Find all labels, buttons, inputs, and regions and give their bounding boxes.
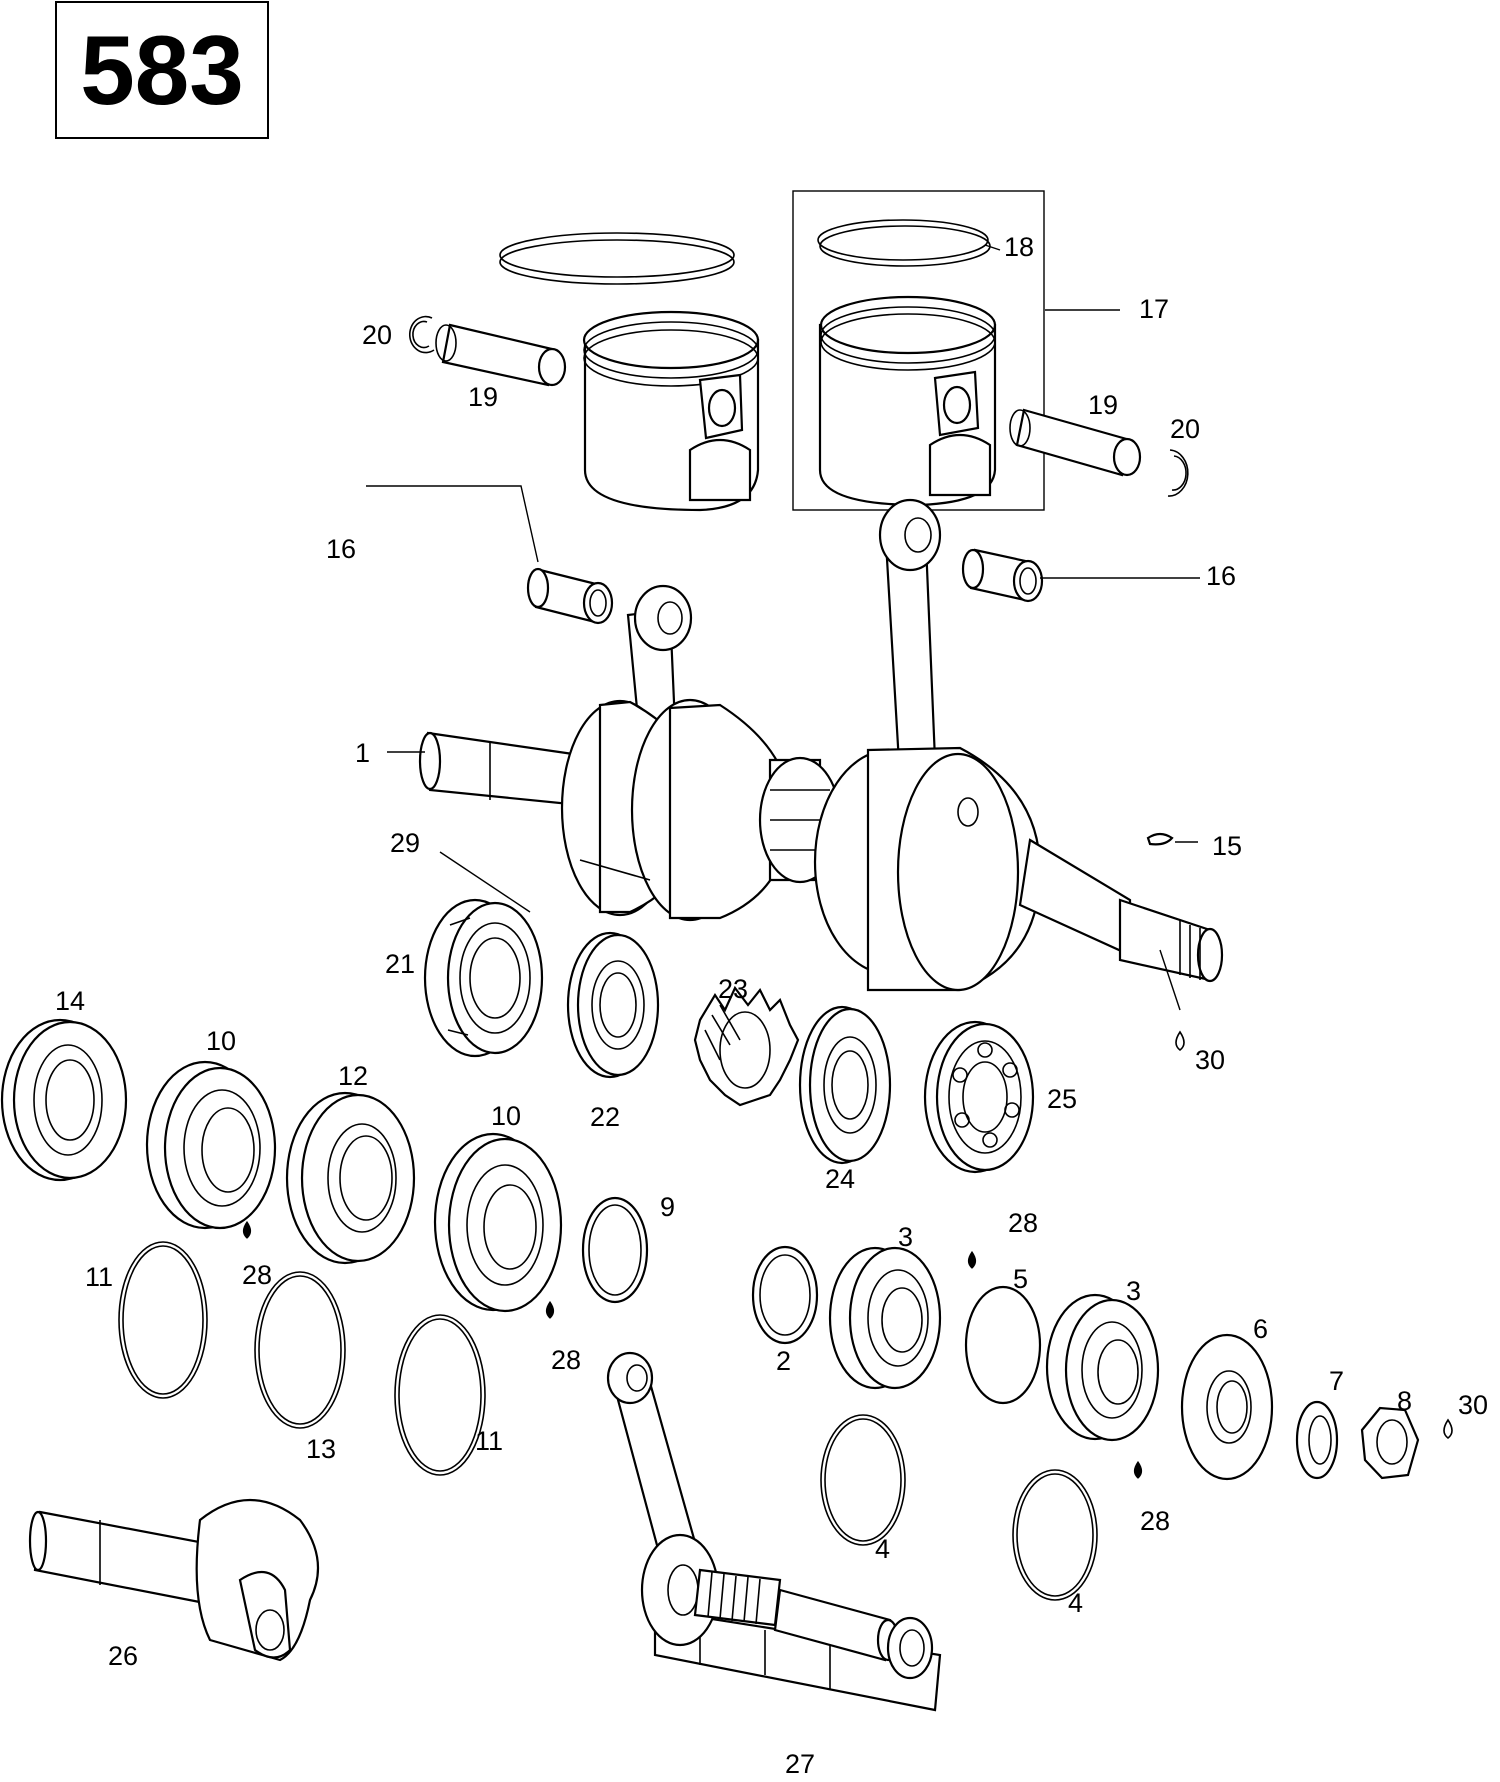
callout-30-b: 30 — [1458, 1390, 1488, 1420]
callout-28-d: 28 — [1140, 1506, 1170, 1536]
piston-left — [499, 232, 760, 512]
crankshaft-half-26 — [28, 1499, 320, 1662]
callout-20-right: 20 — [1170, 414, 1200, 444]
ball-bearing-25 — [923, 1020, 1035, 1174]
ball-bearing-3-left — [828, 1246, 942, 1390]
callout-16-left: 16 — [326, 534, 356, 564]
callout-3-right: 3 — [1126, 1276, 1141, 1306]
ball-bearing-10-left — [145, 1060, 277, 1230]
shim-9 — [581, 1196, 649, 1304]
callout-30-a: 30 — [1195, 1045, 1225, 1075]
callout-28-b: 28 — [551, 1345, 581, 1375]
shim-5 — [964, 1285, 1042, 1405]
leader-lines — [366, 244, 1200, 1011]
callout-10-middle: 10 — [491, 1101, 521, 1131]
spacer-2 — [751, 1245, 819, 1345]
piston-pin-left — [435, 323, 567, 387]
callout-2: 2 — [776, 1346, 791, 1376]
callout-21: 21 — [385, 949, 415, 979]
seal-12 — [285, 1091, 416, 1265]
oil-seal-6 — [1180, 1333, 1274, 1481]
o-ring-4-right-inner — [1016, 1473, 1094, 1597]
callout-3-left: 3 — [898, 1222, 913, 1252]
piston-pin-right — [1009, 408, 1142, 477]
callout-20-left: 20 — [362, 320, 392, 350]
callout-12: 12 — [338, 1061, 368, 1091]
callout-4-left: 4 — [875, 1534, 890, 1564]
oil-seal-22 — [566, 931, 660, 1079]
piston-right — [817, 219, 997, 507]
callout-25: 25 — [1047, 1084, 1077, 1114]
callout-8: 8 — [1397, 1386, 1412, 1416]
diagram-number: 583 — [80, 15, 244, 125]
callout-28-a: 28 — [242, 1260, 272, 1290]
o-ring-4-left — [820, 1414, 906, 1546]
callout-22: 22 — [590, 1102, 620, 1132]
callout-4-right: 4 — [1068, 1588, 1083, 1618]
callout-6: 6 — [1253, 1314, 1268, 1344]
oil-seal-24 — [798, 1005, 892, 1165]
o-ring-4-left-inner — [824, 1418, 902, 1542]
callout-29: 29 — [390, 828, 420, 858]
callout-16-right: 16 — [1206, 561, 1236, 591]
ball-bearing-10-middle — [433, 1132, 563, 1313]
connecting-rod-kit-27 — [606, 1351, 942, 1712]
circlip-left — [408, 315, 435, 354]
callout-11-right: 11 — [475, 1426, 503, 1456]
o-ring-11-right-inner — [398, 1318, 482, 1472]
needle-bearing-left — [526, 567, 614, 625]
o-ring-11-left-inner — [122, 1245, 204, 1395]
callout-labels: 1 2 3 3 4 4 5 6 7 8 9 10 10 11 11 12 13 … — [55, 232, 1488, 1779]
o-ring-11-right — [394, 1314, 486, 1476]
ball-bearing-21 — [423, 898, 544, 1058]
callout-5: 5 — [1013, 1264, 1028, 1294]
woodruff-key — [1146, 832, 1174, 846]
oil-drops — [242, 1030, 1453, 1479]
callout-15: 15 — [1212, 831, 1242, 861]
callout-24: 24 — [825, 1164, 855, 1194]
callout-13: 13 — [306, 1434, 336, 1464]
callout-7: 7 — [1329, 1366, 1344, 1396]
circlip-right — [1167, 449, 1189, 497]
callout-18: 18 — [1004, 232, 1034, 262]
drive-gear-23 — [693, 985, 800, 1107]
callout-23: 23 — [718, 974, 748, 1004]
o-ring-11-left — [118, 1241, 208, 1399]
oil-seal-14 — [0, 1018, 128, 1182]
o-ring-13-inner — [258, 1275, 342, 1425]
washer-7 — [1295, 1400, 1339, 1480]
callout-27: 27 — [785, 1749, 815, 1779]
callout-11-left: 11 — [85, 1262, 113, 1292]
callout-26: 26 — [108, 1641, 138, 1671]
callout-14: 14 — [55, 986, 85, 1016]
crankshaft-assembly — [418, 498, 1224, 992]
needle-bearing-right — [961, 548, 1044, 603]
callout-19-right: 19 — [1088, 390, 1118, 420]
callout-9: 9 — [660, 1192, 675, 1222]
ball-bearing-3-right — [1045, 1293, 1160, 1442]
callout-17: 17 — [1139, 294, 1169, 324]
diagram-number-box: 583 — [55, 1, 269, 139]
callout-1: 1 — [355, 738, 370, 768]
nut-8 — [1360, 1406, 1420, 1480]
callout-10-left: 10 — [206, 1026, 236, 1056]
o-ring-4-right — [1012, 1469, 1098, 1601]
callout-19-left: 19 — [468, 382, 498, 412]
o-ring-13 — [254, 1271, 346, 1429]
callout-28-c: 28 — [1008, 1208, 1038, 1238]
